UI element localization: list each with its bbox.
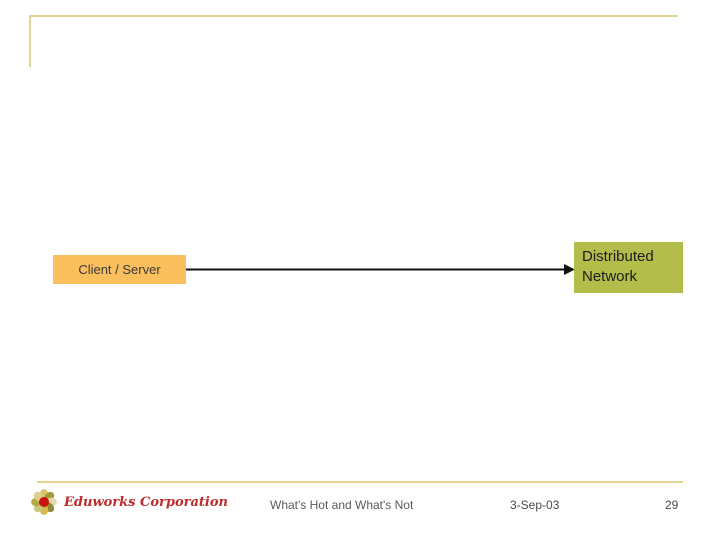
- footer-divider-line: [37, 481, 683, 483]
- company-name: Eduworks Corporation: [64, 495, 228, 510]
- left-border-line: [29, 15, 31, 67]
- client-server-shape: Client / Server: [53, 255, 186, 284]
- flower-logo-icon: [31, 489, 57, 515]
- distributed-network-label: Distributed Network: [582, 248, 654, 285]
- connector-arrow: [186, 264, 575, 275]
- top-border-line: [29, 15, 678, 17]
- client-server-label: Client / Server: [78, 262, 161, 277]
- slide-date: 3-Sep-03: [510, 498, 560, 512]
- page-number: 29: [665, 498, 679, 512]
- distributed-network-shape: Distributed Network: [574, 242, 683, 293]
- presentation-title: What's Hot and What's Not: [270, 498, 414, 512]
